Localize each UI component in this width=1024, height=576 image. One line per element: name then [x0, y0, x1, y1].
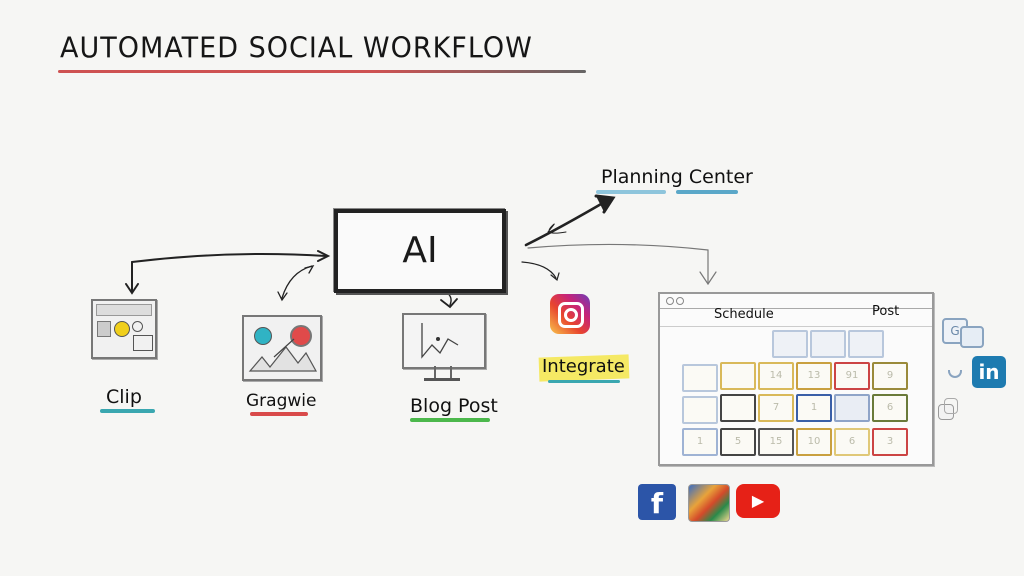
monitor-base — [424, 378, 460, 381]
calendar-cell[interactable]: 9 — [872, 362, 908, 390]
instagram-icon[interactable] — [550, 294, 590, 334]
monitor-stand — [434, 366, 452, 378]
translate-icon-secondary — [960, 326, 984, 348]
yellow-circle-icon — [114, 321, 130, 337]
instagram-lens — [564, 308, 578, 322]
calendar-cell[interactable] — [682, 364, 718, 392]
calendar-cell[interactable]: 10 — [796, 428, 832, 456]
diagram-title: AUTOMATED SOCIAL WORKFLOW — [60, 32, 533, 65]
blog-underline — [410, 418, 490, 422]
window-titlebar — [660, 294, 932, 309]
instagram-frame — [558, 302, 584, 328]
clip-card — [91, 299, 157, 359]
calendar-cell[interactable] — [848, 330, 884, 358]
calendar-cell[interactable]: 15 — [758, 428, 794, 456]
schedule-header: Schedule — [714, 307, 774, 322]
calendar-cell[interactable] — [834, 394, 870, 422]
schedule-window: Schedule Post 14 13 91 9 7 1 6 1 5 15 10… — [658, 292, 934, 466]
post-header: Post — [872, 304, 900, 319]
graphic-label: Gragwie — [246, 391, 317, 411]
calendar-cell[interactable] — [720, 394, 756, 422]
calendar-cell[interactable]: 91 — [834, 362, 870, 390]
facebook-icon[interactable]: f — [638, 484, 676, 520]
calendar-cell[interactable]: 14 — [758, 362, 794, 390]
graphic-card — [242, 315, 322, 381]
window-dot-icon — [666, 297, 674, 305]
title-underline — [58, 70, 586, 73]
calendar-cell[interactable]: 3 — [872, 428, 908, 456]
youtube-icon[interactable]: ▶ — [736, 484, 780, 518]
calendar-cell[interactable] — [682, 396, 718, 424]
ai-node: AI — [334, 209, 506, 293]
photos-app-icon[interactable] — [688, 484, 730, 522]
calendar-cell[interactable]: 5 — [720, 428, 756, 456]
planning-underline — [596, 190, 666, 194]
calendar-cell[interactable] — [720, 362, 756, 390]
planning-center-label: Planning Center — [601, 166, 753, 188]
link-icon — [948, 370, 962, 378]
ai-node-label: AI — [402, 230, 438, 271]
copy-icon-back — [944, 398, 958, 414]
calendar-cell[interactable]: 6 — [872, 394, 908, 422]
mountain-icon — [248, 338, 318, 372]
grid-line — [660, 326, 932, 327]
teal-circle-icon — [254, 327, 272, 345]
blog-post-label: Blog Post — [410, 395, 498, 417]
line-chart-icon — [421, 323, 459, 359]
calendar-cell[interactable]: 13 — [796, 362, 832, 390]
calendar-cell[interactable] — [772, 330, 808, 358]
planning-underline — [676, 190, 738, 194]
circle-icon — [132, 321, 143, 332]
integrate-label: Integrate — [542, 356, 625, 377]
clip-toolbar — [96, 304, 152, 316]
clip-thumb-icon — [97, 321, 111, 337]
graphic-underline — [250, 412, 308, 416]
calendar-cell[interactable]: 7 — [758, 394, 794, 422]
red-circle-icon — [290, 325, 312, 347]
calendar-cell[interactable]: 6 — [834, 428, 870, 456]
clip-label: Clip — [106, 386, 142, 408]
calendar-cell[interactable]: 1 — [796, 394, 832, 422]
rect-icon — [133, 335, 153, 351]
calendar-cell[interactable]: 1 — [682, 428, 718, 456]
blog-monitor — [402, 313, 486, 369]
linkedin-icon[interactable]: in — [972, 356, 1006, 388]
window-dot-icon — [676, 297, 684, 305]
calendar-cell[interactable] — [810, 330, 846, 358]
integrate-underline — [548, 380, 620, 383]
clip-underline — [100, 409, 155, 413]
